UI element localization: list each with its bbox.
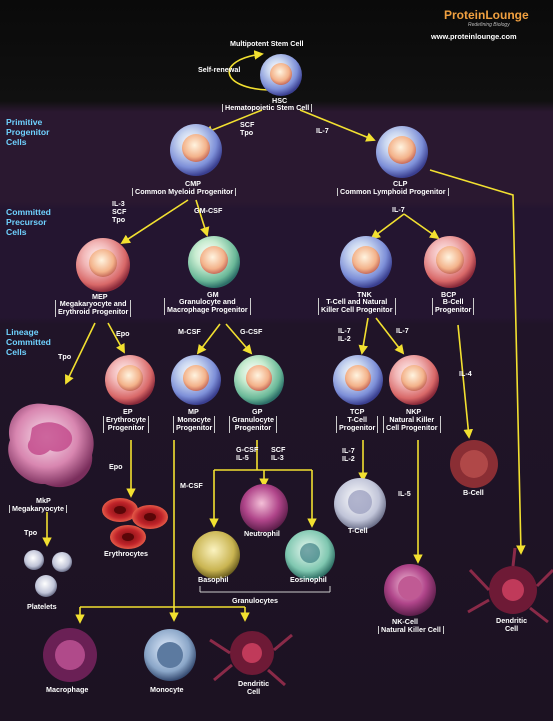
brand-tagline: Redefining Biology (468, 22, 510, 28)
arrows (42, 50, 526, 624)
granulocytes-label: Granulocytes (232, 596, 278, 605)
factor-il7-il2-a: IL-7 IL-2 (338, 326, 351, 343)
tnk-full-line2: Killer Cell Progenitor (321, 305, 393, 315)
nkp-label: NKP (406, 407, 422, 416)
tcp-label: TCP (350, 407, 365, 416)
dendritic-right-line2: Cell (504, 624, 519, 634)
bcell-label: B-Cell (463, 488, 484, 497)
section-committed-label: Committed Precursor Cells (6, 207, 51, 237)
section-committed: Committed Precursor Cells (6, 207, 51, 237)
factor-gcsf-il5: G-CSF IL-5 (236, 445, 259, 462)
factor-gmcsf: GM-CSF (194, 206, 223, 215)
dendritic-bottom-line1: Dendritic (238, 679, 270, 688)
erythrocytes-label: Erythrocytes (104, 549, 148, 558)
basophil-label: Basophil (198, 575, 229, 584)
monocyte-label: Monocyte (150, 685, 184, 694)
ep-full-line2: Progenitor (107, 423, 145, 433)
bcp-full-line2: Progenitor (435, 305, 472, 315)
mep-full-line1: Megakaryocyte and (59, 299, 127, 308)
factor-mcsf-2: M-CSF (180, 481, 203, 490)
dendritic-right-line1: Dendritic (496, 616, 528, 625)
mkp-label: MkP (36, 496, 51, 505)
section-primitive-label: Primitive Progenitor Cells (6, 117, 50, 147)
nkcell-full-label: Natural Killer Cell (378, 625, 444, 635)
ep-full-line1: Erythrocyte (106, 415, 146, 424)
msc-label: Multipotent Stem Cell (230, 39, 304, 48)
factor-tpo: Tpo (58, 352, 72, 361)
brand-logo: ProteinLounge (444, 8, 529, 22)
factor-mcsf: M-CSF (178, 327, 201, 336)
bcp-label: BCP (441, 290, 457, 299)
clp-label: CLP (393, 179, 408, 188)
mkp-full-label: Megakaryocyte (9, 504, 67, 514)
factor-gcsf: G-CSF (240, 327, 263, 336)
cells (8, 54, 553, 687)
mp-label: MP (188, 407, 199, 416)
tnk-full-line1: T-Cell and Natural (326, 297, 388, 306)
mep-label: MEP (92, 292, 108, 301)
factor-tpo-2: Tpo (24, 528, 38, 537)
eosinophil-label: Eosinophil (290, 575, 327, 584)
self-renewal-label: Self-renewal (198, 65, 241, 74)
factor-il7-il2-b: IL-7 IL-2 (342, 446, 355, 463)
hsc-full-label: Hematopoietic Stem Cell (222, 103, 313, 113)
tcell-label: T-Cell (348, 526, 368, 535)
factor-il7-b: IL-7 (392, 205, 405, 214)
mp-full-line2: Progenitor (176, 423, 213, 433)
factor-il5: IL-5 (398, 489, 411, 498)
bcp-full-line1: B-Cell (442, 297, 464, 306)
clp-full-label: Common Lymphoid Progenitor (337, 187, 449, 197)
gm-full-line2: Macrophage Progenitor (167, 305, 248, 315)
cmp-full-label: Common Myeloid Progenitor (132, 187, 237, 197)
mep-full-line2: Erythroid Progenitor (58, 307, 129, 317)
tcp-full-line2: Progenitor (339, 423, 376, 433)
factor-il7: IL-7 (316, 126, 329, 135)
factor-il4: IL-4 (459, 369, 472, 378)
platelets-label: Platelets (27, 602, 57, 611)
hsc-label: HSC (272, 96, 288, 105)
nkp-full-line2: Cell Progenitor (386, 423, 438, 433)
nkp-full-line1: Natural Killer (389, 415, 435, 424)
gp-label: GP (252, 407, 263, 416)
factor-scf-il3: SCF IL-3 (271, 445, 286, 462)
section-lineage-label: Lineage Committed Cells (6, 327, 51, 357)
cmp-label: CMP (185, 179, 201, 188)
macrophage-label: Macrophage (46, 685, 89, 694)
nkcell-label: NK-Cell (392, 617, 418, 626)
section-lineage: Lineage Committed Cells (6, 327, 51, 357)
factor-il7-c: IL-7 (396, 326, 409, 335)
mp-full-line1: Monocyte (177, 415, 211, 424)
dendritic-bottom-line2: Cell (246, 687, 261, 697)
brand-url: www.proteinlounge.com (431, 32, 517, 41)
factor-scf-tpo: SCF Tpo (240, 120, 255, 137)
tcp-full-line1: T-Cell (347, 415, 367, 424)
factor-il3-scf-tpo: IL-3 SCF Tpo (112, 199, 127, 224)
neutrophil-label: Neutrophil (244, 529, 280, 538)
section-primitive: Primitive Progenitor Cells (6, 117, 49, 147)
tnk-label: TNK (357, 290, 372, 299)
gp-full-line2: Progenitor (234, 423, 272, 433)
factor-epo-2: Epo (109, 462, 123, 471)
gm-label: GM (207, 290, 219, 299)
gp-full-line1: Granulocyte (232, 415, 274, 424)
gm-full-line1: Granulocyte and (178, 297, 236, 306)
factor-epo: Epo (116, 329, 130, 338)
ep-label: EP (123, 407, 133, 416)
